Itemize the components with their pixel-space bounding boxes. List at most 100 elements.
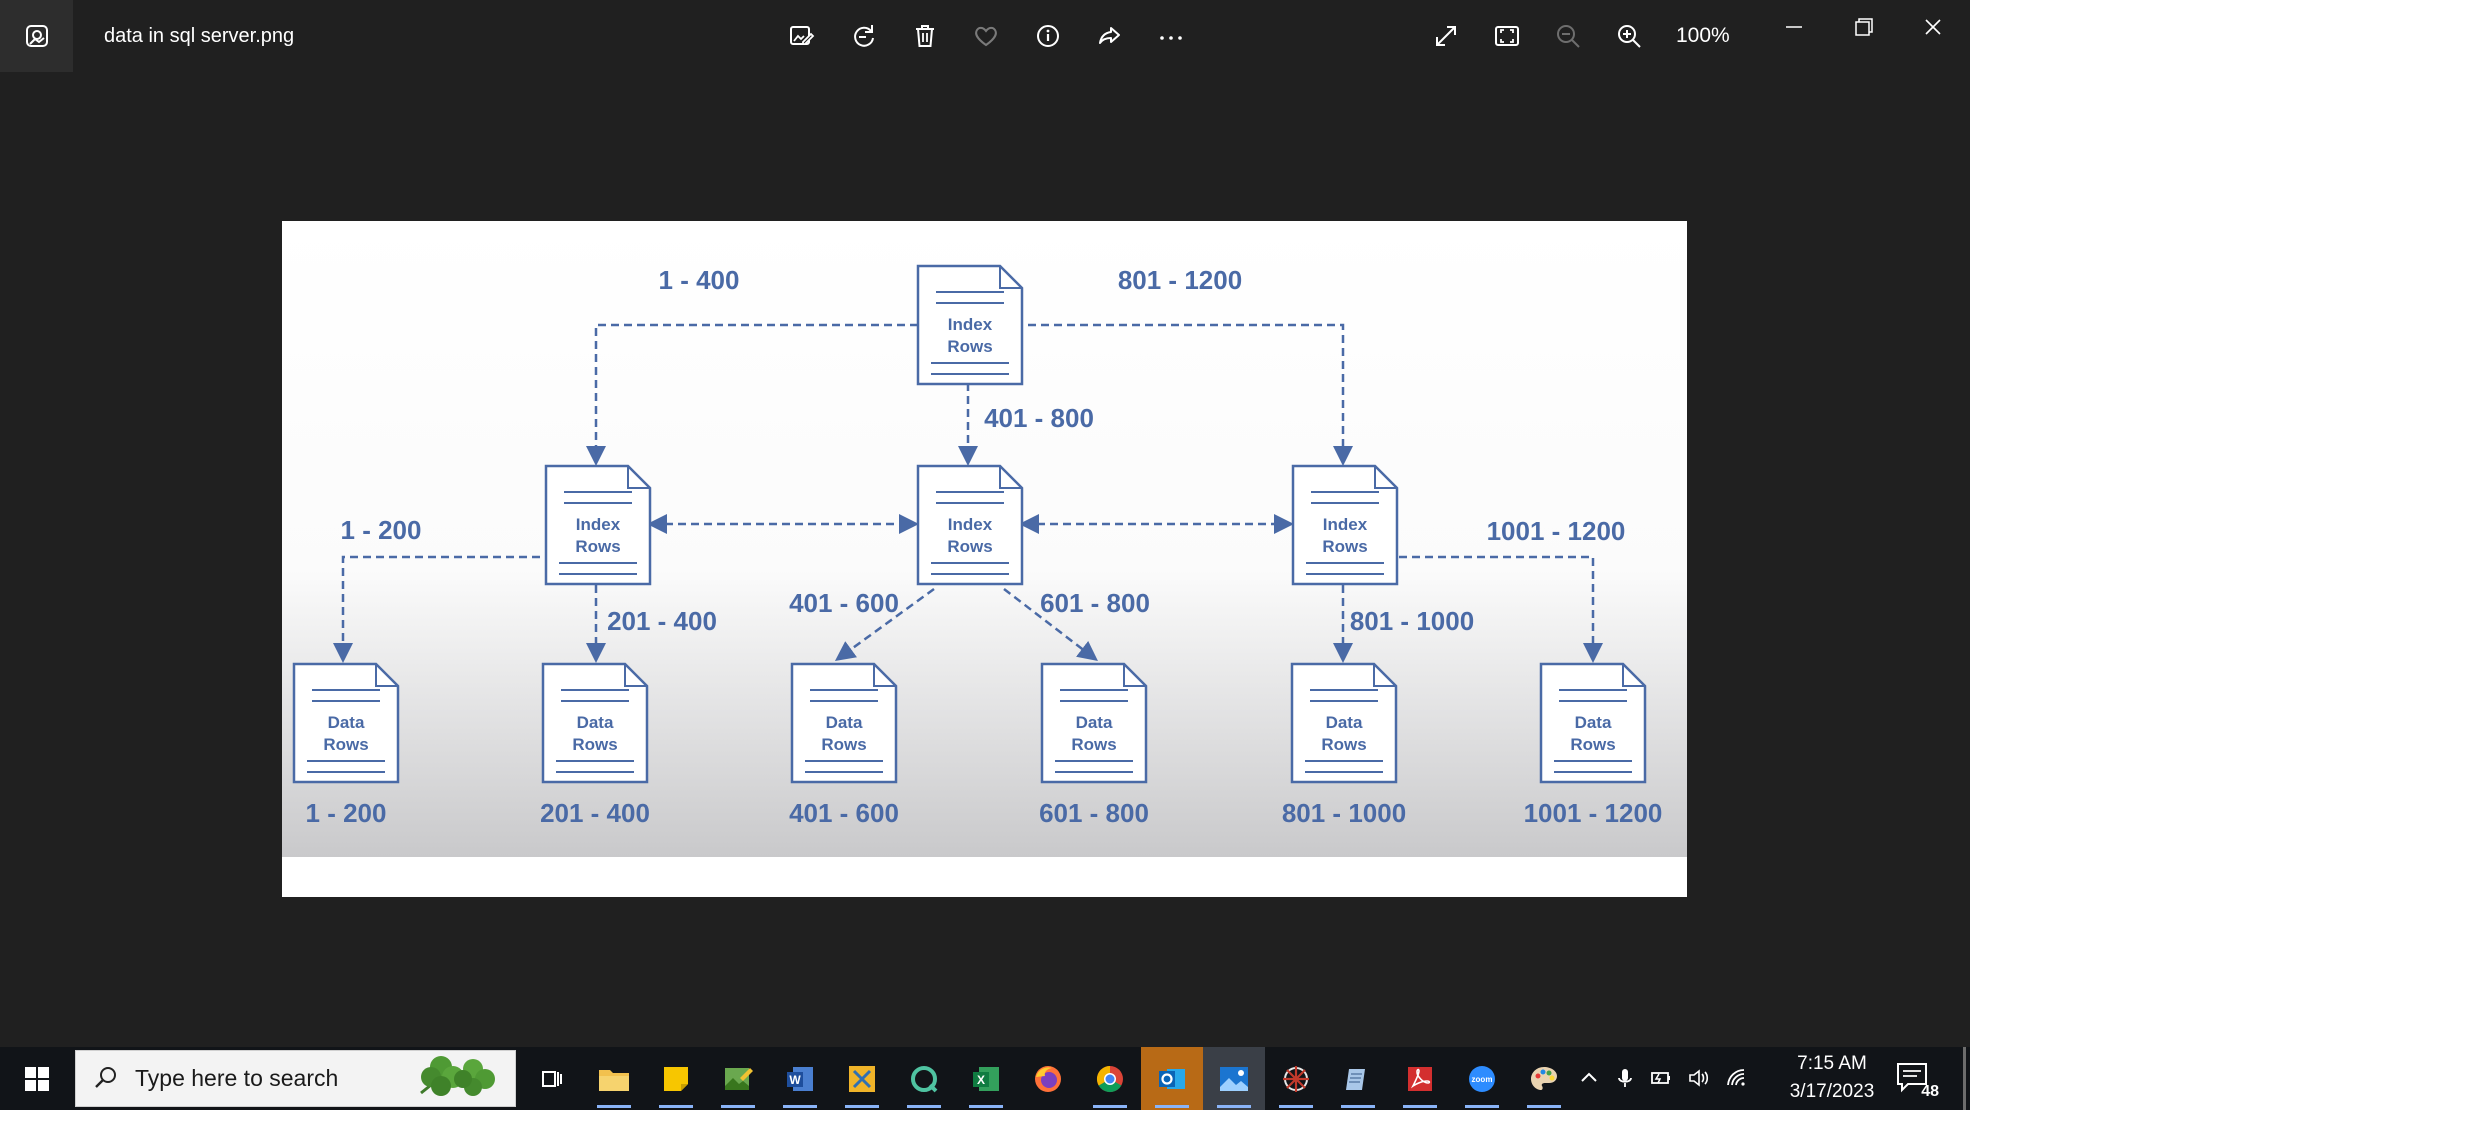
document-fold xyxy=(1622,664,1645,687)
firefox-icon[interactable] xyxy=(1017,1047,1079,1110)
file-name: data in sql server.png xyxy=(104,25,295,47)
microphone-icon[interactable] xyxy=(1612,1065,1638,1091)
node-label-line1: Index xyxy=(576,515,621,534)
node-label-line1: Data xyxy=(826,713,863,732)
excel-icon[interactable]: X xyxy=(955,1047,1017,1110)
show-desktop-button[interactable] xyxy=(1963,1047,1966,1110)
photo-editor-icon[interactable] xyxy=(707,1047,769,1110)
node-label-line1: Data xyxy=(1326,713,1363,732)
notepad-icon[interactable] xyxy=(1327,1047,1389,1110)
document-fold xyxy=(1374,466,1397,489)
node-label-line2: Rows xyxy=(821,735,866,754)
node-label-line1: Index xyxy=(1323,515,1368,534)
document-shape xyxy=(541,662,649,784)
document-fold xyxy=(1123,664,1146,687)
data-range-label: 201 - 400 xyxy=(540,798,650,828)
zoom-icon[interactable]: zoom xyxy=(1451,1047,1513,1110)
node-label-line1: Data xyxy=(328,713,365,732)
document-fold xyxy=(375,664,398,687)
rotate-icon[interactable] xyxy=(843,15,885,57)
zoom-level[interactable]: 100% xyxy=(1676,24,1730,47)
node-label-line2: Rows xyxy=(947,537,992,556)
more-icon[interactable] xyxy=(1150,15,1192,57)
minimize-icon[interactable] xyxy=(1773,6,1815,48)
outlook-icon[interactable] xyxy=(1141,1047,1203,1110)
paint-icon[interactable] xyxy=(1513,1047,1575,1110)
share-icon[interactable] xyxy=(1089,15,1131,57)
node-label-line2: Rows xyxy=(1570,735,1615,754)
document-fold xyxy=(873,664,896,687)
snipping-tool-icon[interactable] xyxy=(831,1047,893,1110)
clock-time: 7:15 AM xyxy=(1797,1053,1867,1074)
title-bar: data in sql server.png xyxy=(0,0,1970,72)
zoom-in-icon[interactable] xyxy=(1608,15,1650,57)
edge-root-left xyxy=(586,323,918,466)
wifi-icon[interactable] xyxy=(1724,1065,1750,1091)
battery-icon[interactable] xyxy=(1648,1065,1674,1091)
network-tool-icon[interactable] xyxy=(1265,1047,1327,1110)
taskbar-clock[interactable]: 7:15 AM 3/17/2023 xyxy=(1784,1047,1880,1110)
acrobat-icon[interactable] xyxy=(1389,1047,1451,1110)
fit-to-window-icon[interactable] xyxy=(1486,15,1528,57)
clover-icon xyxy=(420,1056,495,1096)
zoom-out-icon[interactable] xyxy=(1547,15,1589,57)
node-label-line1: Index xyxy=(948,515,993,534)
data-range-label: 401 - 600 xyxy=(789,798,899,828)
task-view-icon[interactable] xyxy=(521,1047,583,1110)
svg-text:zoom: zoom xyxy=(1472,1075,1493,1084)
favorite-icon[interactable] xyxy=(965,15,1007,57)
search-icon xyxy=(95,1067,116,1088)
chevron-up-icon[interactable] xyxy=(1576,1065,1602,1091)
node-label-line2: Rows xyxy=(575,537,620,556)
edge-label-root-left: 1 - 400 xyxy=(659,265,740,295)
chrome-icon[interactable] xyxy=(1079,1047,1141,1110)
document-shape xyxy=(292,662,400,784)
svg-text:X: X xyxy=(977,1073,985,1087)
edge-label-right-a: 801 - 1000 xyxy=(1350,606,1474,636)
full-screen-icon[interactable] xyxy=(1425,15,1467,57)
clock-date: 3/17/2023 xyxy=(1789,1081,1875,1102)
node-label-line2: Rows xyxy=(1071,735,1116,754)
search-placeholder: Type here to search xyxy=(135,1065,339,1091)
document-shape xyxy=(790,662,898,784)
word-icon[interactable]: W xyxy=(769,1047,831,1110)
file-explorer-icon[interactable] xyxy=(583,1047,645,1110)
sticky-notes-icon[interactable] xyxy=(645,1047,707,1110)
node-label-line1: Data xyxy=(577,713,614,732)
data-range-label: 1001 - 1200 xyxy=(1524,798,1663,828)
edge-label-root-right: 801 - 1200 xyxy=(1118,265,1242,295)
search-app-icon[interactable] xyxy=(893,1047,955,1110)
edge-right-b xyxy=(1399,555,1603,663)
connector-lines xyxy=(333,323,1603,663)
document-shape xyxy=(916,264,1024,386)
close-icon[interactable] xyxy=(1912,6,1954,48)
photos-app-window: data in sql server.png xyxy=(0,0,1970,1057)
document-shape xyxy=(1040,662,1148,784)
taskbar-search-box[interactable]: Type here to search xyxy=(75,1050,516,1107)
edit-image-icon[interactable] xyxy=(781,15,823,57)
info-icon[interactable] xyxy=(1027,15,1069,57)
node-label-line1: Data xyxy=(1575,713,1612,732)
photos-icon[interactable] xyxy=(1203,1047,1265,1110)
node-label-line2: Rows xyxy=(323,735,368,754)
photos-app-icon[interactable] xyxy=(0,0,73,72)
volume-icon[interactable] xyxy=(1686,1065,1712,1091)
delete-icon[interactable] xyxy=(904,15,946,57)
node-label-line1: Data xyxy=(1076,713,1113,732)
document-fold xyxy=(999,266,1022,289)
windows-start-icon[interactable] xyxy=(0,1047,73,1110)
edge-label-mid-b: 601 - 800 xyxy=(1040,588,1150,618)
notification-center-icon[interactable]: 48 xyxy=(1895,1061,1939,1100)
document-fold xyxy=(999,466,1022,489)
restore-icon[interactable] xyxy=(1843,6,1885,48)
edge-label-mid-a: 401 - 600 xyxy=(789,588,899,618)
node-label-line1: Index xyxy=(948,315,993,334)
notification-count: 48 xyxy=(1921,1083,1939,1100)
document-shape xyxy=(544,464,652,586)
